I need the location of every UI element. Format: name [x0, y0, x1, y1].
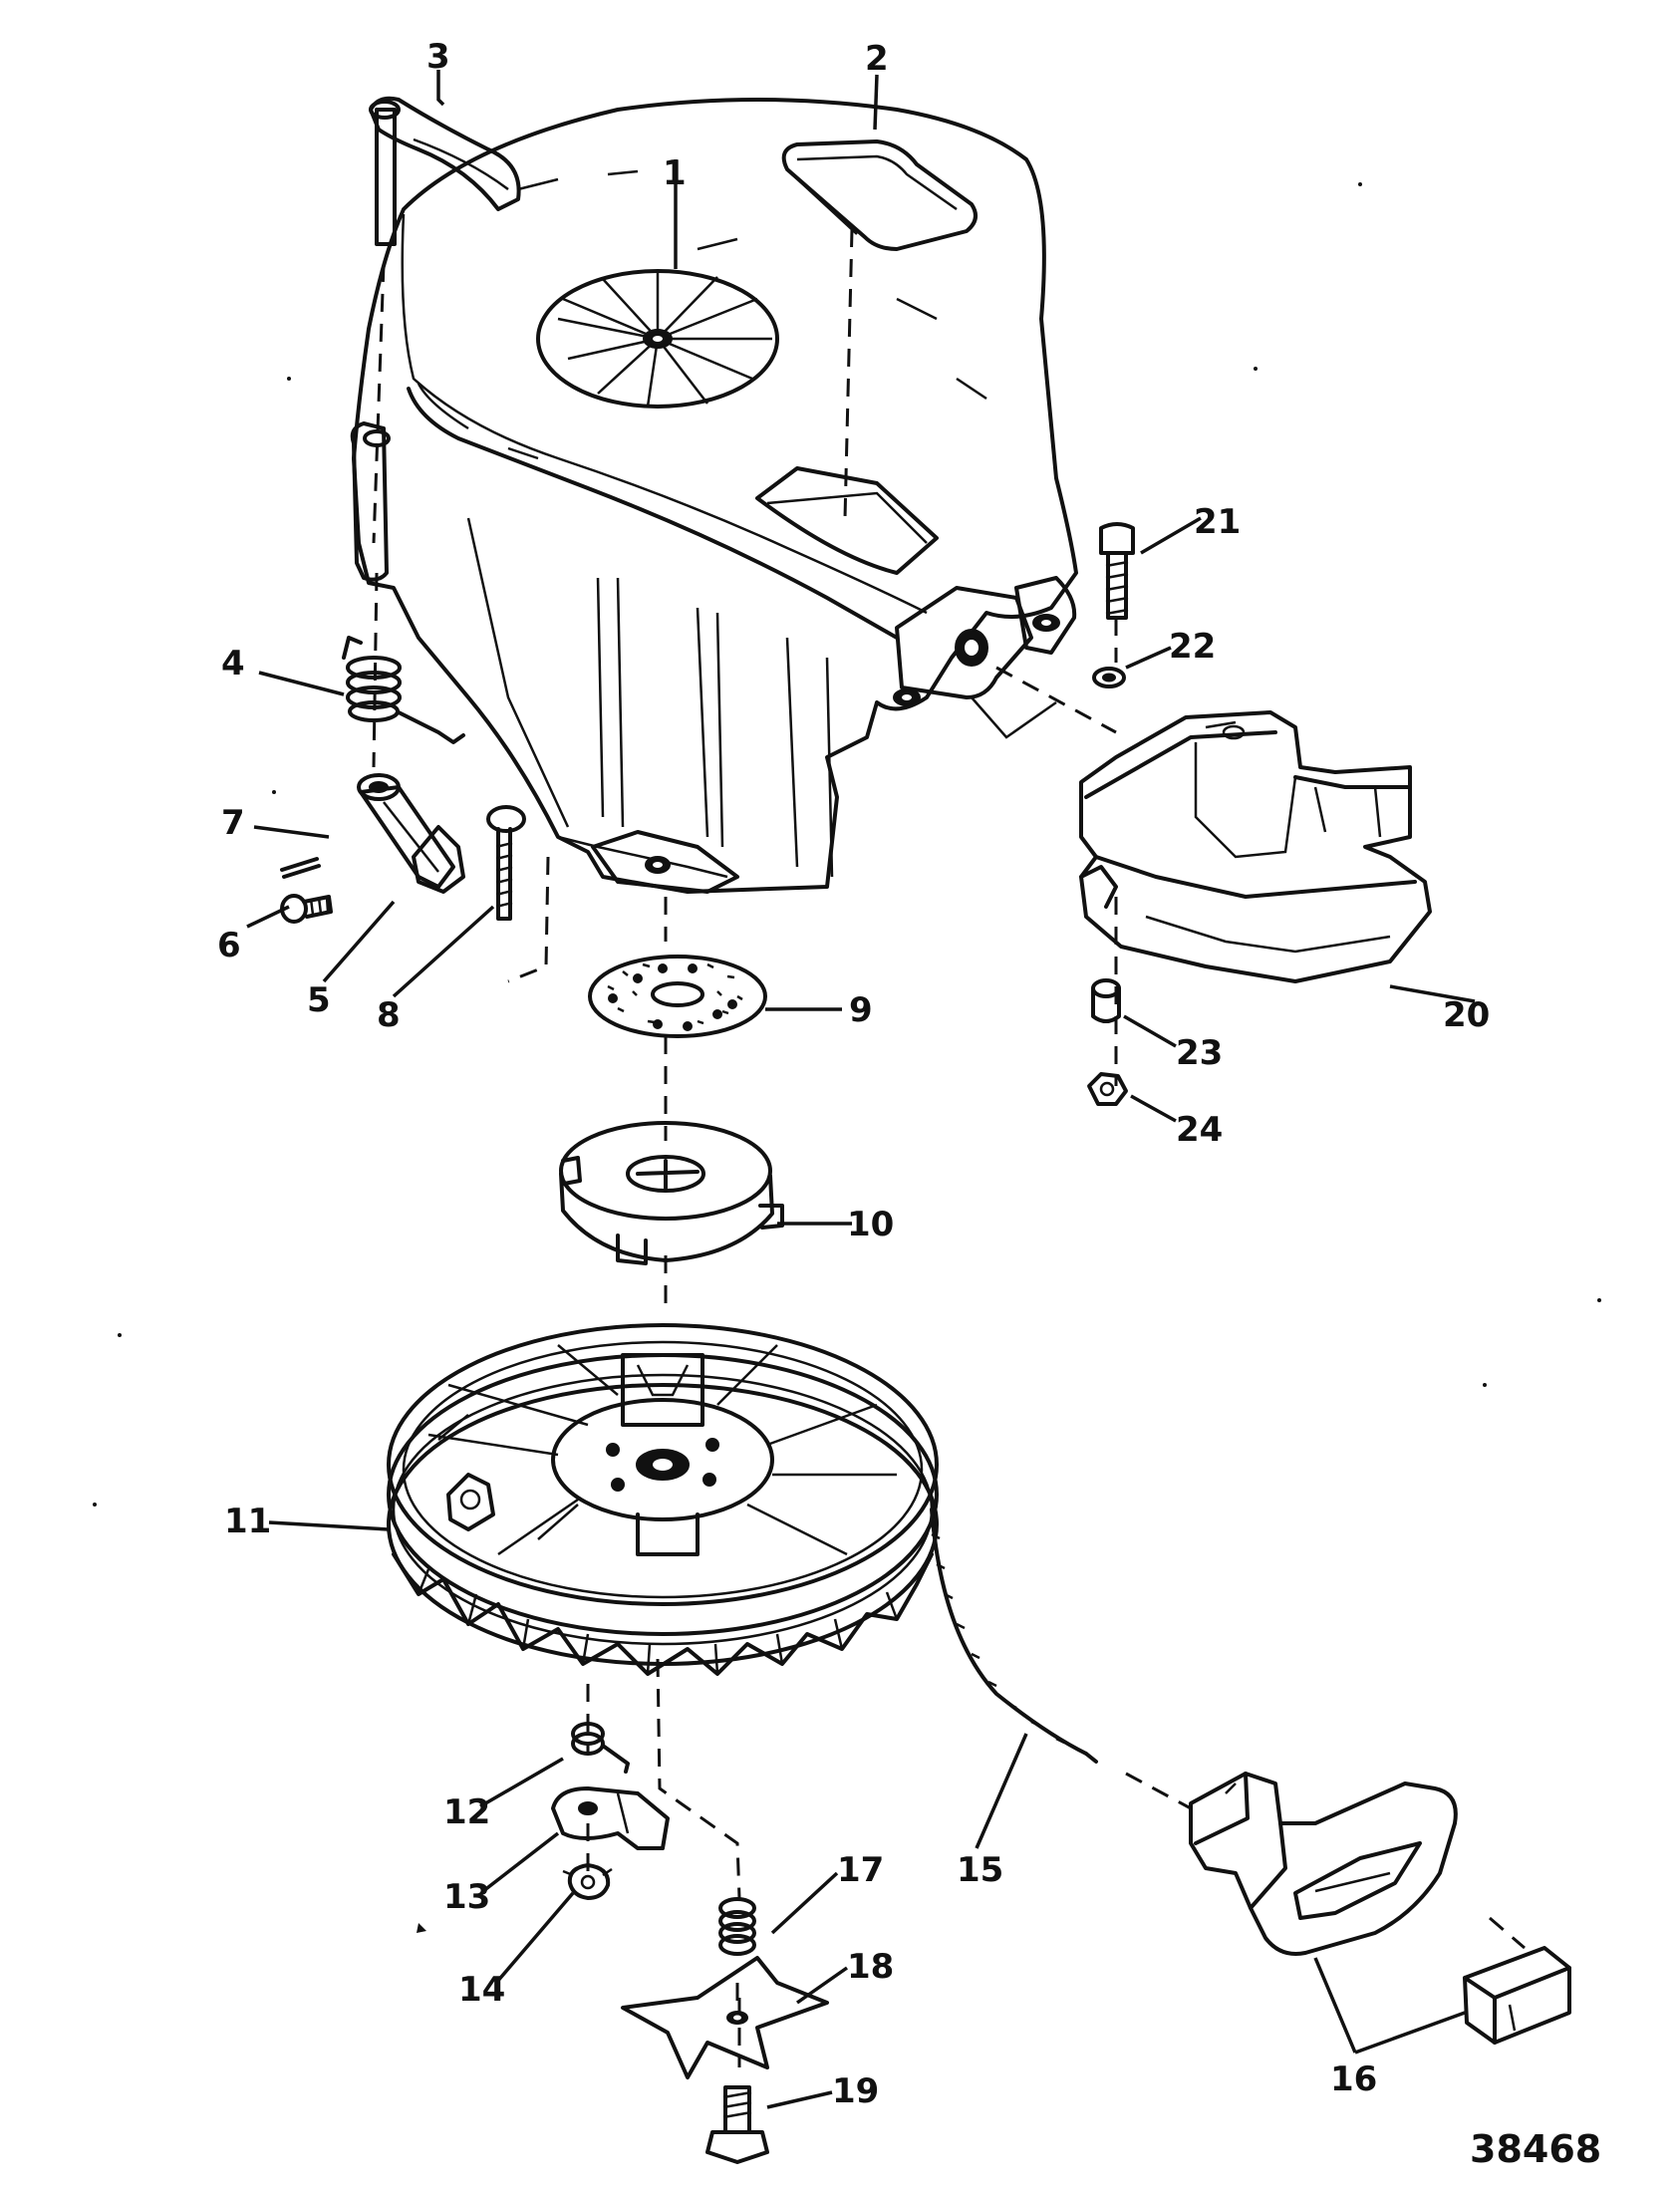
label-part-1: 1: [663, 153, 687, 193]
part-23-spacer: [1091, 978, 1121, 1023]
part-11-pulley: [387, 1323, 939, 1676]
part-24-nut: [1087, 1072, 1128, 1106]
part-9-washer: [588, 955, 767, 1038]
catalog-number: 38468: [1470, 2127, 1601, 2171]
label-part-9: 9: [849, 990, 873, 1030]
part-6-screw: [280, 894, 333, 924]
part-13-pawl: [551, 1786, 670, 1850]
label-part-10: 10: [847, 1205, 894, 1244]
part-8-bolt: [486, 805, 526, 921]
label-part-12: 12: [443, 1792, 490, 1832]
part-19-bolt: [705, 2085, 769, 2164]
part-2-cover-plate: [781, 139, 978, 251]
part-7-pin: [280, 857, 321, 879]
part-22-washer: [1092, 667, 1126, 688]
leader-lines: [246, 70, 1476, 2109]
label-part-6: 6: [217, 926, 241, 965]
label-part-17: 17: [837, 1850, 884, 1890]
label-part-22: 22: [1169, 627, 1216, 667]
part-15-rope: [930, 1508, 1098, 1764]
label-part-18: 18: [847, 1947, 894, 1987]
part-20-bracket: [1079, 710, 1432, 983]
part-18-retainer-plate: [621, 1956, 829, 2079]
label-part-13: 13: [443, 1877, 490, 1917]
label-part-15: 15: [957, 1850, 1003, 1890]
label-part-5: 5: [307, 980, 331, 1020]
part-17-spring: [718, 1897, 756, 1956]
label-part-16: 16: [1330, 2059, 1377, 2099]
label-part-2: 2: [865, 39, 889, 79]
part-4-spring: [342, 636, 465, 744]
label-part-3: 3: [426, 37, 450, 77]
vent-grille: [536, 269, 779, 409]
label-part-7: 7: [221, 803, 245, 843]
part-21-bolt: [1099, 522, 1135, 620]
label-part-8: 8: [377, 995, 401, 1035]
label-part-20: 20: [1443, 995, 1490, 1035]
alignment-lines: [372, 228, 1526, 2067]
part-16-handle: [1189, 1772, 1571, 2045]
part-1-starter-housing: [350, 98, 1078, 894]
part-labels: 1 2 3 4 5 6 7 8 9 10 11 12 13 14 15 16 1…: [217, 37, 1490, 2111]
label-part-23: 23: [1176, 1033, 1223, 1073]
part-10-spring-cup: [559, 1121, 784, 1265]
part-3-lever: [369, 96, 521, 246]
label-part-11: 11: [224, 1502, 271, 1541]
label-part-24: 24: [1176, 1110, 1223, 1150]
print-specks: [93, 182, 1601, 1933]
label-part-19: 19: [832, 2071, 879, 2111]
part-14-clip: [562, 1863, 613, 1900]
label-part-21: 21: [1194, 502, 1241, 542]
part-12-small-spring: [571, 1722, 630, 1774]
label-part-14: 14: [458, 1970, 505, 2010]
part-5-pawl-arm: [357, 773, 465, 894]
label-part-4: 4: [221, 644, 245, 684]
